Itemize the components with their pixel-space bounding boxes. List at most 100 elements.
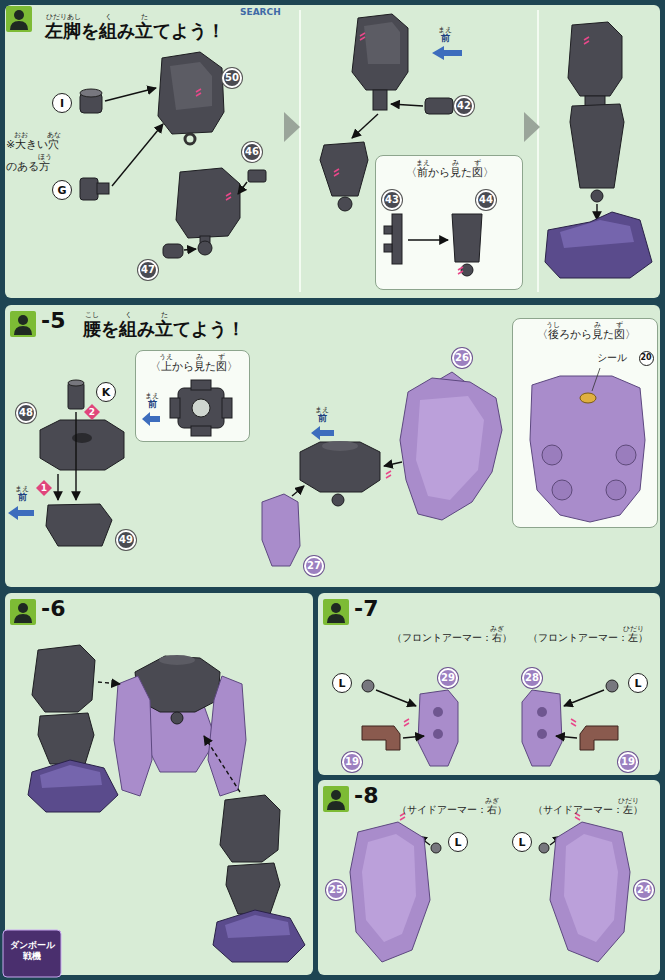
note-text: ※大きい穴のある方 [6, 134, 64, 178]
foot-band [40, 765, 102, 788]
front-mark: 前 [148, 399, 157, 409]
waist-hole [192, 399, 210, 417]
front-arrow [432, 46, 462, 60]
armor-socket [552, 480, 572, 500]
foot-band [560, 220, 634, 248]
step-triangle [284, 112, 300, 142]
ball-joint [198, 241, 212, 255]
mark [584, 37, 589, 44]
foot-part [28, 760, 118, 812]
step-number: -5 [41, 308, 65, 333]
furigana: み [594, 322, 601, 329]
callout-letter: L [448, 832, 468, 852]
order-number: 1 [37, 481, 51, 495]
lower-leg [226, 863, 280, 914]
callout-number: 19 [618, 752, 638, 772]
lower-leg [320, 142, 368, 196]
part-k [68, 383, 84, 409]
callout-number: 46 [242, 142, 262, 162]
sticker-emblem [580, 393, 596, 403]
part-49 [46, 504, 112, 546]
foot-part [213, 910, 305, 962]
furigana: まえ [145, 393, 159, 400]
assembly-arrow [384, 462, 402, 466]
furigana: みぎ [485, 798, 499, 805]
furigana: た [161, 312, 168, 319]
part-47 [163, 244, 183, 258]
furigana: み [196, 354, 203, 361]
step-icon [323, 786, 349, 812]
front-mark: 前 [318, 413, 327, 423]
rear-view-armor [530, 376, 645, 522]
thigh-face [364, 22, 400, 64]
callout-number: 44 [476, 190, 496, 210]
assembly-arrow [112, 124, 163, 186]
assembly-arrow [292, 486, 304, 496]
sticker-number: 20 [639, 351, 654, 366]
part-caption: （サイドアーマー：右） [397, 804, 507, 816]
furigana: まえ [438, 27, 452, 34]
waist-assembly [300, 442, 380, 492]
furigana: まえ [416, 160, 430, 167]
step-icon [6, 6, 32, 32]
front-armor-group [362, 680, 458, 766]
part-50-ring [185, 134, 195, 144]
ball-joint [338, 197, 352, 211]
furigana: み [452, 160, 459, 167]
part-caption: （フロントアーマー：左） [528, 632, 648, 644]
callout-number: 19 [342, 752, 362, 772]
part-50 [158, 52, 224, 134]
view-title: 〈上から見た図〉 [150, 360, 238, 372]
part-48-hole [72, 433, 92, 443]
callout-number: 42 [454, 96, 474, 116]
part-k-top [68, 380, 84, 386]
callout-number: 47 [138, 260, 158, 280]
waist-top-view [178, 388, 224, 428]
part-caption: （フロントアーマー：右） [392, 632, 512, 644]
step-number: -7 [354, 596, 378, 621]
waist-top-view [191, 426, 211, 436]
part-46 [248, 170, 266, 182]
part-26-face [416, 396, 484, 500]
part-44 [452, 214, 482, 262]
armor-socket [542, 445, 562, 465]
callout-number: 29 [438, 668, 458, 688]
part-43-tab [384, 244, 392, 252]
callout-letter: I [52, 93, 72, 113]
part-g [80, 178, 98, 200]
mark [334, 169, 339, 176]
side-armor-group [539, 813, 630, 962]
part-48 [40, 420, 124, 470]
furigana: ず [616, 322, 623, 329]
part-caption: （サイドアーマー：左） [533, 804, 643, 816]
furigana: まえ [15, 486, 29, 493]
ball-joint [591, 190, 603, 202]
furigana: まえ [315, 407, 329, 414]
furigana: みぎ [490, 626, 504, 633]
watermark: SEARCH [240, 7, 281, 17]
assembly-arrow [105, 88, 156, 101]
furigana: こし [85, 312, 99, 319]
front-mark: 前 [441, 33, 450, 43]
furigana: ひだりあし [46, 14, 81, 21]
order-diamond [84, 404, 100, 420]
part-43 [392, 214, 402, 264]
part-42 [425, 98, 453, 114]
callout-number: 48 [16, 403, 36, 423]
part-50-face [170, 62, 212, 110]
view-title: 〈後ろから見た図〉 [537, 328, 636, 340]
callout-letter: L [332, 673, 352, 693]
waist-top-view [170, 398, 180, 418]
furigana: ず [218, 354, 225, 361]
mark [360, 33, 365, 40]
foot-part [545, 212, 652, 278]
foot-band [225, 915, 290, 938]
waist-top-view [222, 398, 232, 418]
mark [386, 471, 391, 478]
step-icon [323, 599, 349, 625]
divider [299, 10, 301, 292]
waist-top [159, 655, 195, 665]
step-heading: 左脚を組み立てよう！ [45, 21, 225, 42]
callout-number: 25 [326, 880, 346, 900]
